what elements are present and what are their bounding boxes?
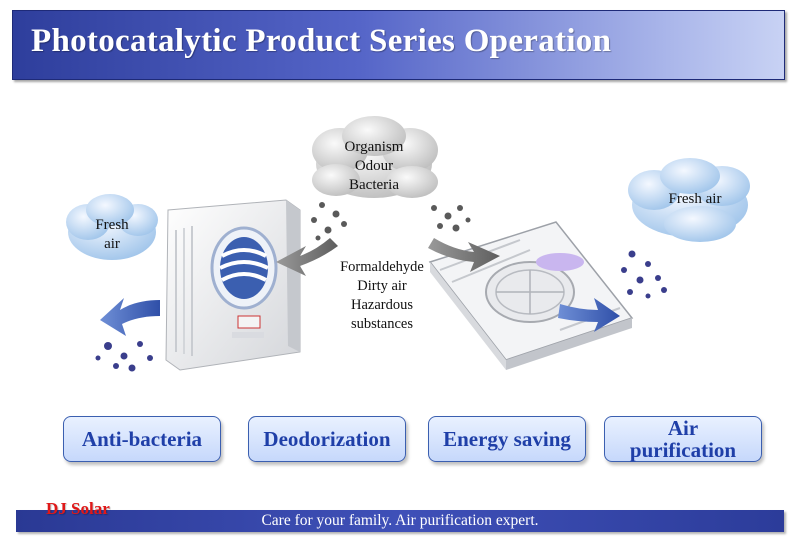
pollutant-line-2: Dirty air: [357, 278, 407, 294]
page-title: Photocatalytic Product Series Operation: [31, 23, 612, 59]
cloud-left-line-2: air: [104, 236, 120, 252]
cloud-right-line-1: Fresh air: [668, 191, 722, 207]
fresh-air-outflow-arrow-right: [558, 298, 620, 332]
pollutant-dots: [311, 202, 471, 241]
dirty-air-inflow-arrow-right: [428, 238, 500, 272]
feature-anti-bacteria: Anti-bacteria: [63, 416, 221, 462]
cloud-top-label: Organism Odour Bacteria: [334, 138, 414, 195]
feature-deodorization: Deodorization: [248, 416, 406, 462]
cloud-top-pollutants: [312, 116, 438, 198]
feature-energy-saving: Energy saving: [428, 416, 586, 462]
dirty-air-inflow-arrow-left: [276, 238, 338, 276]
pollutant-line-3: Hazardous: [350, 297, 413, 313]
fresh-air-outflow-arrow-left: [100, 298, 160, 336]
title-banner: Photocatalytic Product Series Operation: [12, 10, 785, 80]
pollutant-list: Formaldehyde Dirty air Hazardous substan…: [326, 258, 438, 334]
footer-tagline: Care for your family. Air purification e…: [261, 512, 539, 529]
pollutant-line-1: Formaldehyde: [340, 259, 424, 275]
cloud-top-line-3: Bacteria: [349, 177, 399, 193]
brand-name: DJ Solar: [46, 499, 110, 518]
cloud-left-fresh-air: [66, 194, 158, 260]
cloud-left-label: Fresh air: [82, 216, 142, 254]
ceiling-fan-purifier-illustration: [428, 221, 634, 370]
cloud-left-line-1: Fresh: [95, 217, 129, 233]
wall-purifier-illustration: [165, 199, 301, 371]
footer-bar: Care for your family. Air purification e…: [16, 510, 784, 532]
cloud-top-line-1: Organism: [344, 139, 404, 155]
cloud-right-fresh-air: [628, 158, 750, 242]
pollutant-line-4: substances: [350, 316, 413, 332]
feature-air-purification: Air purification: [604, 416, 762, 462]
clean-air-dots: [95, 250, 667, 372]
cloud-right-label: Fresh air: [650, 190, 740, 209]
cloud-top-line-2: Odour: [354, 158, 394, 174]
